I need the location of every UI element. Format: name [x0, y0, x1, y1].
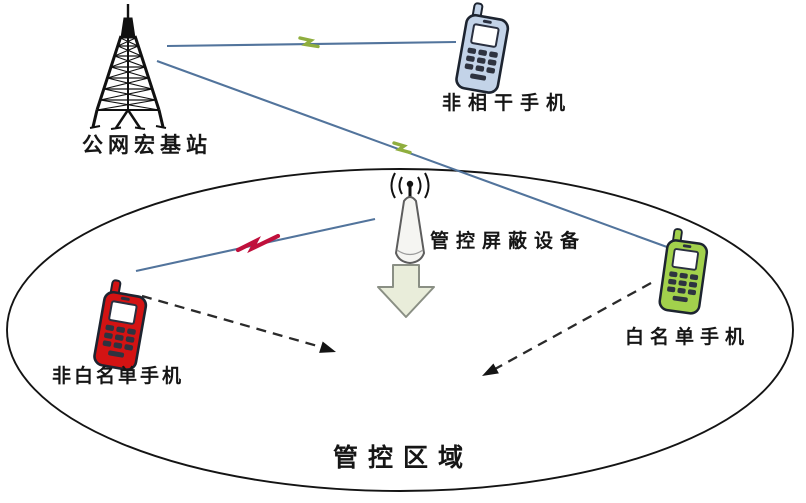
- irrelevant-phone-icon: [453, 0, 513, 96]
- irrelevant-phone-label: 非相干手机: [442, 93, 573, 114]
- jammer-label: 管控屏蔽设备: [430, 231, 587, 252]
- non-whitelist-phone-label: 非白名单手机: [52, 366, 185, 387]
- jammer-antenna-icon: [390, 172, 430, 265]
- radio-waves-icon: [390, 172, 430, 199]
- cell-tower-icon: [89, 4, 167, 130]
- whitelist-phone-label: 白名单手机: [625, 327, 751, 348]
- whitelist-phone-icon: [657, 226, 711, 316]
- link-base-to-whitelist-phone: [156, 60, 668, 248]
- control-area-label: 管控区域: [333, 445, 474, 472]
- control-area-ellipse: [6, 168, 794, 492]
- dashed-arrow-from-non-whitelist-phone: [141, 294, 336, 353]
- down-block-arrow-icon: [377, 264, 435, 318]
- green-lightning-bolt-icon: [392, 141, 412, 155]
- non-whitelist-phone-icon: [91, 277, 151, 373]
- red-lightning-bolt-icon: [235, 233, 281, 254]
- base-station-label: 公网宏基站: [82, 133, 212, 157]
- dashed-arrow-from-whitelist-phone: [482, 281, 652, 376]
- green-lightning-bolt-icon: [298, 36, 320, 49]
